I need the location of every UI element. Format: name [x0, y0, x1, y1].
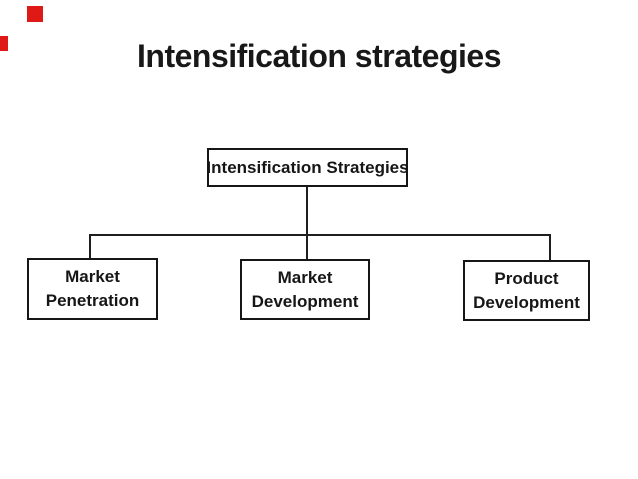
- child-node-label: Market Penetration: [45, 267, 140, 310]
- red-square-decoration-1: [27, 6, 43, 22]
- connector-vertical-root: [306, 187, 308, 236]
- child-node-market-penetration: Market Penetration: [27, 258, 158, 320]
- connector-vertical-right: [549, 236, 551, 260]
- slide-title: Intensification strategies: [137, 38, 501, 74]
- connector-vertical-middle: [306, 236, 308, 259]
- child-node-product-development: Product Development: [463, 260, 590, 321]
- red-square-decoration-2: [0, 36, 8, 51]
- child-node-market-development: Market Development: [240, 259, 370, 320]
- child-node-label: Product Development: [473, 268, 580, 312]
- child-node-label: Market Development: [251, 267, 359, 311]
- connector-horizontal-bar: [89, 234, 551, 236]
- connector-vertical-left: [89, 236, 91, 258]
- root-node-label: Intensification Strategies: [206, 157, 409, 177]
- root-node-intensification-strategies: Intensification Strategies: [206, 148, 409, 187]
